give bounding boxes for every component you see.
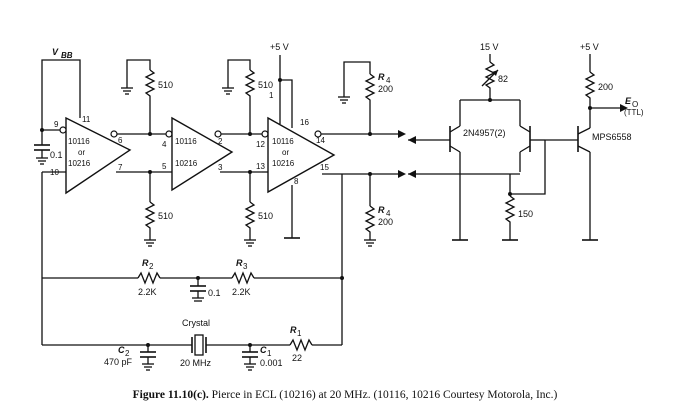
c1-value: 0.001 [260, 358, 283, 368]
crystal-freq-label: 20 MHz [180, 358, 212, 368]
pin-9: 9 [54, 120, 59, 129]
r510-3-label: 510 [258, 80, 273, 90]
r2-value: 2.2K [138, 287, 157, 297]
r1-label: R [290, 325, 297, 335]
r4-2-label: R [378, 205, 385, 215]
pin-4: 4 [162, 140, 167, 149]
r2-label: R [142, 258, 149, 268]
r4-1-value: 200 [378, 84, 393, 94]
c1-label: C [260, 345, 267, 355]
gate-2-line3: 10216 [175, 159, 198, 168]
output-stage: +5 V 200 E O (TTL) MPS6558 [545, 42, 644, 241]
r4-1-label: R [378, 72, 385, 82]
pin-13: 13 [256, 162, 265, 171]
pin-7: 7 [118, 163, 123, 172]
output-transistor-label: MPS6558 [592, 132, 632, 142]
c1-sub: 1 [267, 349, 272, 358]
r3-sub: 3 [243, 262, 248, 271]
r4-2-value: 200 [378, 217, 393, 227]
pin-5: 5 [162, 162, 167, 171]
r2-sub: 2 [149, 262, 154, 271]
c-mid-label: 0.1 [208, 288, 221, 298]
vbb-rail: V BB 0.1 [34, 47, 81, 165]
figure-caption-text: Pierce in ECL (10216) at 20 MHz. (10116,… [211, 389, 558, 401]
r1-value: 22 [292, 353, 302, 363]
pin-14: 14 [316, 136, 325, 145]
r510-1-label: 510 [158, 80, 173, 90]
r3-value: 2.2K [232, 287, 251, 297]
c2-value: 470 pF [104, 357, 133, 367]
gate-1-line3: 10216 [68, 159, 91, 168]
c2-sub: 2 [125, 349, 130, 358]
pulldown-1: 510 510 [121, 59, 173, 247]
oscillator-schematic: V BB 0.1 10116 or 10216 9 10 11 6 7 510 [34, 42, 644, 371]
input-cap-label: 0.1 [50, 150, 63, 160]
r4-1-sub: 4 [386, 76, 391, 85]
gate-1-line1: 10116 [68, 137, 90, 146]
gate-2: 10116 10216 4 5 2 3 [150, 116, 262, 192]
vcc-label-3: +5 V [580, 42, 599, 52]
gate-1: 10116 or 10216 9 10 11 6 7 [42, 115, 150, 195]
figure-caption: Figure 11.10(c). Pierce in ECL (10216) a… [0, 389, 690, 401]
gate-3-line2: or [282, 148, 289, 157]
pin-2: 2 [218, 137, 223, 146]
vcc-label-1: +5 V [270, 42, 289, 52]
pin-8: 8 [294, 177, 299, 186]
transistor-pair-label: 2N4957(2) [463, 128, 506, 138]
vbb-sub: BB [61, 51, 73, 60]
c2-label: C [118, 345, 125, 355]
crystal-label: Crystal [182, 318, 210, 328]
r4-2-sub: 4 [386, 209, 391, 218]
feedback-network: R 2 2.2K R 3 2.2K 0.1 Crystal 20 MHz R 1… [41, 172, 344, 371]
vbb-label: V [52, 47, 59, 57]
r4-terminations: R 4 200 R 4 200 [338, 61, 393, 247]
r510-2-label: 510 [158, 211, 173, 221]
eo-label: E [625, 96, 632, 106]
r82-label: 82 [498, 74, 508, 84]
r150-label: 150 [518, 209, 533, 219]
r510-4-label: 510 [258, 211, 273, 221]
r3-label: R [236, 258, 243, 268]
ecl-ttl-translator: 15 V 82 2N4957(2) 150 [408, 42, 546, 241]
gate-1-line2: or [78, 148, 85, 157]
pin-16: 16 [300, 118, 309, 127]
figure-number: Figure 11.10(c). [132, 389, 209, 401]
pin-11: 11 [82, 115, 91, 124]
r1-sub: 1 [297, 329, 302, 338]
pin-12: 12 [256, 140, 265, 149]
pin-6: 6 [118, 136, 123, 145]
vcc-label-2: 15 V [480, 42, 499, 52]
eo-sub: O [632, 100, 638, 109]
pin-1: 1 [269, 91, 274, 100]
gate-3: 10116 or 10216 12 13 1 16 14 15 8 +5 V [256, 42, 406, 239]
pulldown-2: 510 510 [222, 59, 273, 247]
eo-ttl: (TTL) [624, 108, 644, 117]
pin-15: 15 [320, 163, 329, 172]
gate-3-line1: 10116 [272, 137, 294, 146]
gate-2-line1: 10116 [175, 137, 197, 146]
gate-3-line3: 10216 [272, 159, 295, 168]
pin-3: 3 [218, 163, 223, 172]
r200-output-label: 200 [598, 82, 613, 92]
